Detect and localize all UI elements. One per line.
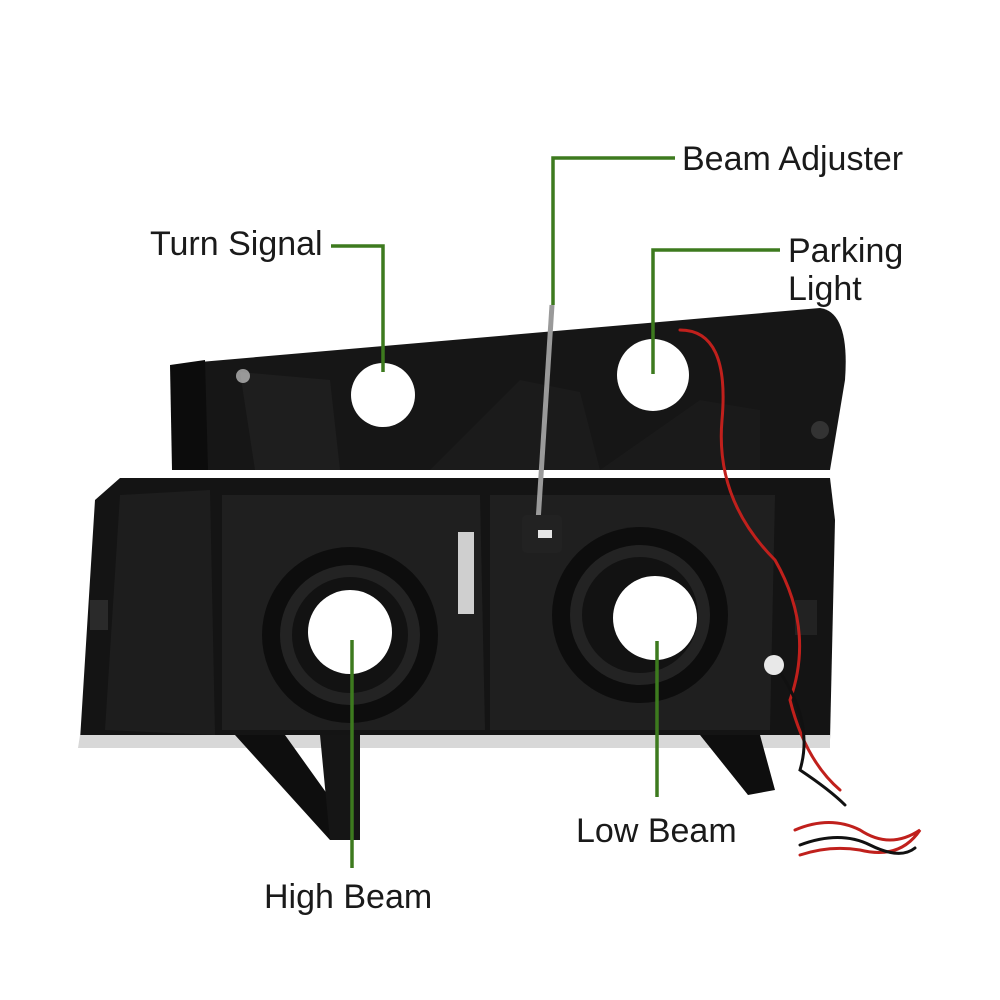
high-beam-label: High Beam — [264, 878, 433, 916]
turn-signal-socket — [351, 363, 415, 427]
beam-adjuster-leader — [551, 156, 675, 305]
parking-light-label-line1: Parking — [788, 232, 904, 270]
low-beam-label: Low Beam — [576, 812, 737, 850]
callout-leaders — [331, 156, 780, 868]
spec-sticker — [458, 532, 474, 614]
wiring-harness-icon — [678, 328, 922, 857]
parking-light-label-line2: Light — [788, 270, 862, 308]
turn-signal-leader — [331, 244, 385, 372]
beam-adjuster-rod — [522, 304, 562, 553]
beam-adjuster-label: Beam Adjuster — [682, 140, 904, 178]
low-beam-reflector — [552, 527, 728, 703]
high-beam-reflector — [262, 547, 438, 723]
turn-signal-label: Turn Signal — [150, 225, 323, 263]
parking-light-socket — [617, 339, 689, 411]
parking-light-leader — [651, 248, 780, 374]
parking-light-label: Parking Light — [788, 232, 938, 308]
